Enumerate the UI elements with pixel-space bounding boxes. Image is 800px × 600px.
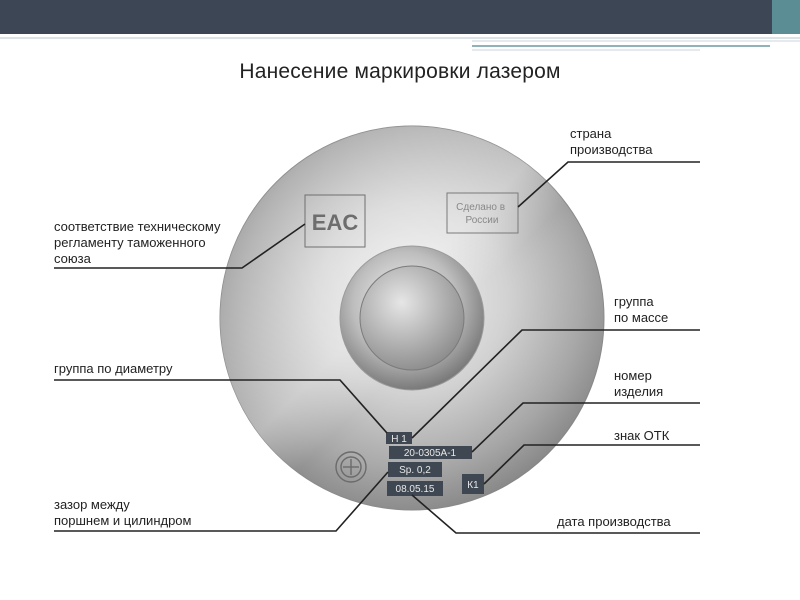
piston-hub-boss [359,265,465,371]
part-number-mark: 20-0305А-1 [404,448,457,459]
leader-clearance [54,471,389,532]
leader-country [517,161,700,208]
date-mark-box [387,481,443,496]
label-mass-group: группа по массе [614,294,669,325]
clearance-mark-box [388,462,442,477]
leader-diameter [54,379,388,434]
otk-mark: К1 [467,480,479,491]
label-date: дата производства [557,514,671,529]
eac-mark: EAC [312,210,359,235]
eac-mark-frame [304,194,366,248]
label-otk: знак ОТК [614,428,670,443]
slide-title: Нанесение маркировки лазером [239,60,561,83]
group-mark: Н 1 [391,434,407,445]
label-country: страна производства [570,126,653,157]
manufacturer-emblem-icon [335,451,367,483]
leader-lines [54,161,700,534]
leader-otk [483,444,700,485]
clearance-mark: Sp. 0,2 [399,465,431,476]
leader-mass-group [411,329,700,439]
leader-date [411,494,700,534]
label-clearance: зазор между поршнем и цилиндром [54,497,192,528]
label-product-number: номер изделия [614,368,664,399]
country-mark: Сделано в России [456,202,508,226]
date-mark: 08.05.15 [396,484,435,495]
slide-decor-lines [0,37,800,51]
label-eac: соответствие техническому регламенту там… [54,219,221,266]
group-mark-box [386,432,412,444]
slide-top-bar [0,0,800,34]
part-number-box [389,446,472,459]
country-mark-frame [446,192,519,234]
slide-top-bar-accent [772,0,800,34]
otk-mark-box [462,474,484,494]
leader-product-number [471,402,700,453]
label-diameter-group: группа по диаметру [54,361,173,376]
leader-eac [54,223,306,269]
